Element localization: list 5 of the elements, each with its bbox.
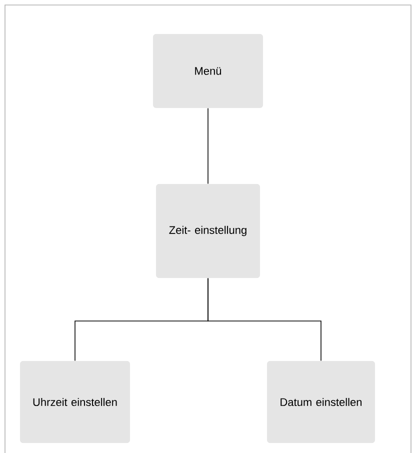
process-box: Zeit- einstellung [156, 184, 260, 278]
process-box: Uhrzeit einstellen [20, 361, 130, 443]
process-box: Datum einstellen [267, 361, 375, 443]
process-box: Menü [153, 34, 263, 108]
connector-line [208, 278, 322, 362]
